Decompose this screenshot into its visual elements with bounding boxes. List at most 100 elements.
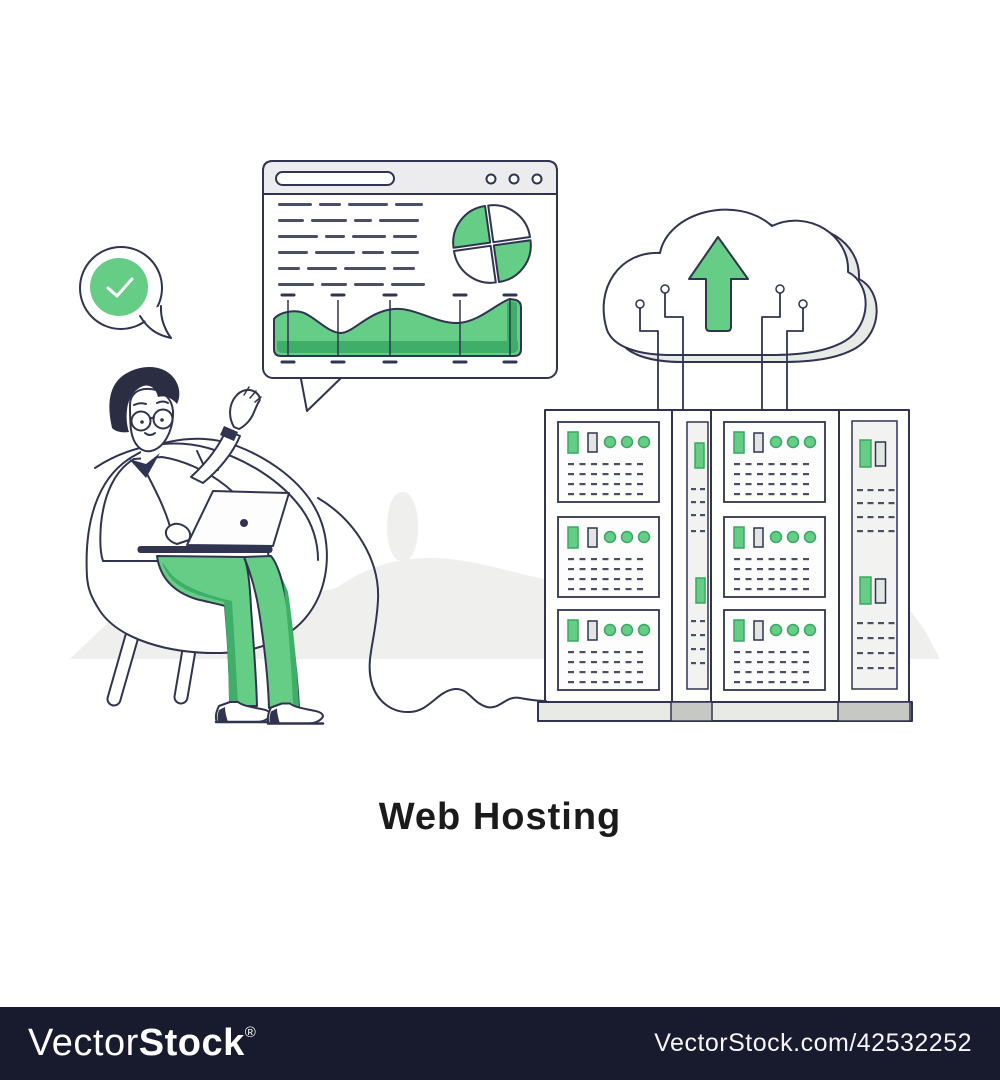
vent-dash [791,671,798,674]
status-led [637,435,651,449]
vent-dash [878,502,884,505]
text-line-dash [395,203,423,206]
vent-dash [803,588,809,591]
vent-dash [734,483,740,486]
text-line-dash [321,283,347,286]
area-edge-shade [507,301,517,341]
status-led [620,530,634,544]
server-panels [557,421,895,691]
vent-dash [700,634,705,637]
gray-bar [874,441,887,467]
vent-dash [700,488,705,491]
vent-dash [637,568,643,571]
vent-dash [637,651,643,654]
vent-dash [791,661,798,664]
vent-dash [867,530,874,533]
vent-dash [867,489,874,492]
vent-dash [768,671,775,674]
text-line-dash [348,203,388,206]
vent-dash [602,588,609,591]
vent-dash [878,489,884,492]
vent-dash [614,558,620,561]
vent-dash [614,568,620,571]
vent-dash [734,493,740,496]
status-led [637,623,651,637]
vent-dash [745,671,752,674]
vent-dash [768,568,775,571]
vent-dash [734,463,740,466]
speech-tail [300,377,342,412]
vent-dash [888,652,895,655]
text-line-dash [278,235,318,238]
vent-dash [803,578,809,581]
vent-dash [602,463,609,466]
vent-dash [602,473,609,476]
vent-dash [745,473,752,476]
vent-dash [780,558,786,561]
vent-dash [568,578,574,581]
web-hosting-illustration [70,160,940,725]
area-chart [273,293,522,364]
vent-dash [625,558,632,561]
vent-dash [700,530,705,533]
vent-dash [568,671,574,674]
vent-dash [579,483,586,486]
vent-dash [579,588,586,591]
vent-dash [888,622,895,625]
watch [220,426,238,441]
area-base-shade [277,341,518,353]
text-line-dash [379,219,419,222]
collar [129,453,160,478]
led-bar [695,577,706,604]
vent-dash [757,483,763,486]
vent-dash [867,667,874,670]
text-line-dash [391,251,419,254]
vent-dash [579,568,586,571]
vent-dash [568,558,574,561]
text-line-dash [354,283,384,286]
text-line-dash [325,235,345,238]
vent-dash [691,488,696,491]
vent-dash [591,483,597,486]
glasses-icon [130,408,174,432]
gray-bar [587,432,598,453]
led-bar [567,526,579,549]
server-racks [537,409,913,722]
vent-dash [780,493,786,496]
vent-dash [700,501,705,504]
vent-dash [625,493,632,496]
armrest-seam [196,450,205,467]
server-panel [557,516,660,598]
pant-shade [283,580,299,706]
text-line-dash [278,267,300,270]
window-controls [485,173,543,185]
vent-dash [625,578,632,581]
vent-dash [568,661,574,664]
face [129,387,175,453]
vent-dash [625,483,632,486]
vent-dash [780,463,786,466]
vent-dash [734,473,740,476]
status-led [786,623,800,637]
connector-node [635,299,645,309]
pant-shade [162,562,238,704]
vent-dash [745,578,752,581]
browser-window [262,160,558,412]
text-line-dash [278,219,304,222]
caption-title: Web Hosting [378,796,622,838]
text-placeholder-lines [278,203,425,286]
pie-chart [452,204,532,284]
vent-dash [867,637,874,640]
vent-dash [745,493,752,496]
vent-dash [579,671,586,674]
vent-dash [691,648,696,651]
connector-node [798,299,808,309]
vent-dash [803,463,809,466]
eye [160,418,164,422]
vent-dash [757,661,763,664]
window-control-dot [531,173,543,185]
vent-dash [691,620,696,623]
server-panel [557,421,660,503]
narrow-tower-details [691,442,706,665]
